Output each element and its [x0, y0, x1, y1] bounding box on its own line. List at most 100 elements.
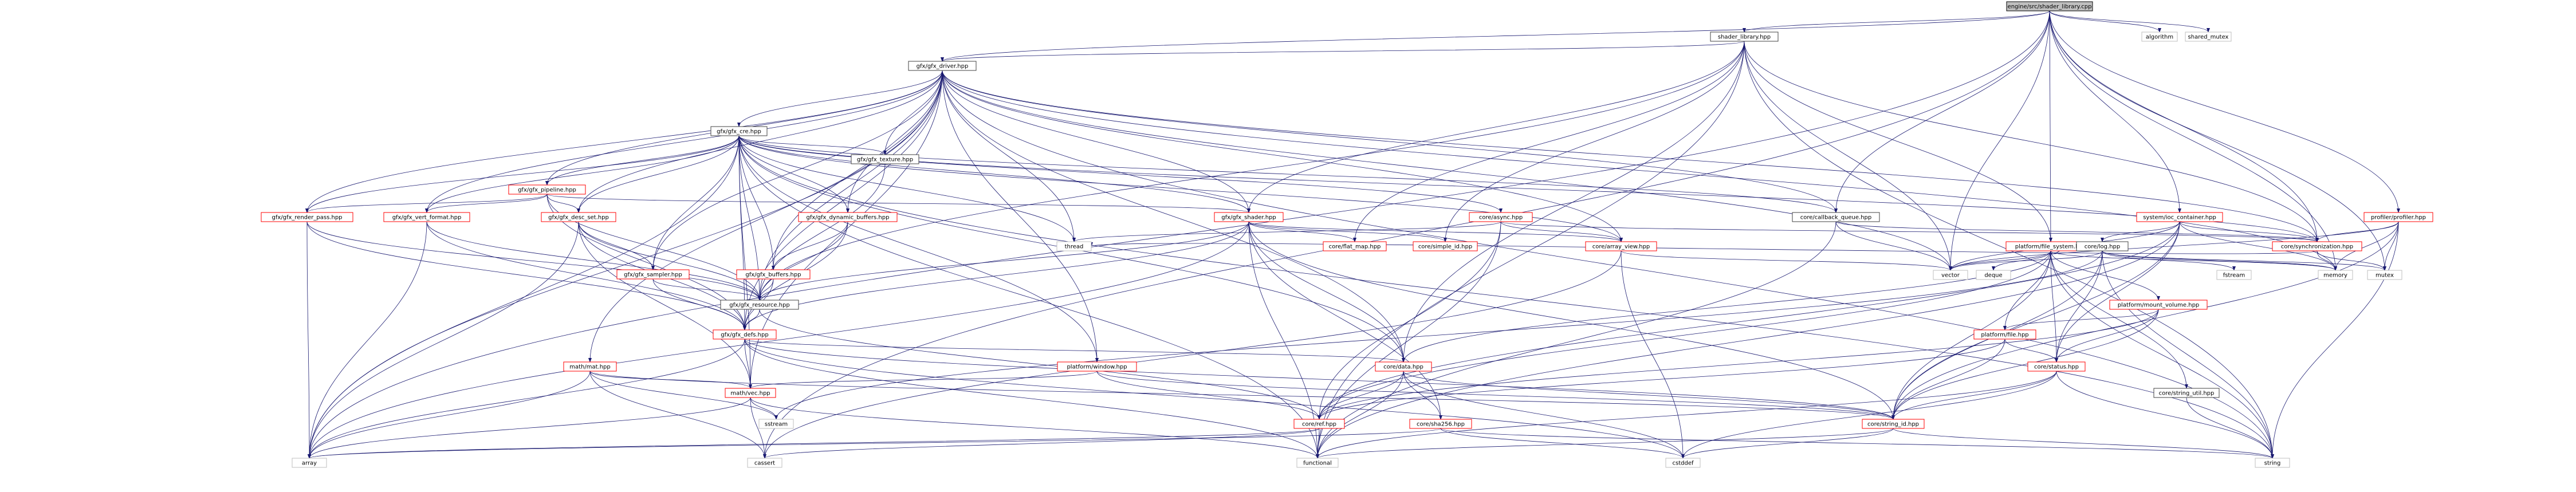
node-system-ioc-container-hpp[interactable]: system/ioc_container.hpp [2136, 212, 2223, 222]
node-label-gfx-gfx-shader-hpp: gfx/gfx_shader.hpp [1221, 215, 1276, 221]
node-label-core-sha256-hpp: core/sha256.hpp [1417, 422, 1465, 428]
node-shader-library-hpp[interactable]: shader_library.hpp [1710, 32, 1779, 42]
node-gfx-gfx-vert-format-hpp[interactable]: gfx/gfx_vert_format.hpp [383, 212, 470, 222]
edge-gfx_dynamic_buffers-to-gfx_resource [758, 221, 848, 301]
edge-platform_window-to-core_ref [1096, 371, 1321, 420]
edge-gfx_cre-to-gfx_vert_format [425, 135, 740, 213]
edge-platform_mount_volume-to-core_string_id [1891, 309, 2159, 420]
edge-core_status-to-functional [1316, 371, 2057, 459]
node-gfx-gfx-shader-hpp[interactable]: gfx/gfx_shader.hpp [1214, 212, 1284, 222]
node-gfx-gfx-cre-hpp[interactable]: gfx/gfx_cre.hpp [710, 126, 768, 136]
node-core-flat-map-hpp[interactable]: core/flat_map.hpp [1323, 241, 1387, 251]
node-box-gfx-gfx-render-pass-hpp [261, 212, 353, 222]
edge-gfx_shader-to-core_simple_id [1248, 221, 1447, 242]
node-core-string-id-hpp[interactable]: core/string_id.hpp [1862, 419, 1925, 429]
edge-gfx_driver-to-gfx_cre [737, 70, 943, 127]
edge-gfx_desc_set-to-gfx_resource [578, 221, 761, 301]
edge-math_vec-to-functional [750, 397, 1319, 459]
edge-platform_file_system-to-core_status [2050, 250, 2058, 363]
node-label-vector: vector [1941, 273, 1960, 279]
edge-root-to-array [308, 10, 2050, 459]
node-label-gfx-gfx-cre-hpp: gfx/gfx_cre.hpp [717, 129, 761, 135]
edge-gfx_shader-to-functional [1248, 221, 1319, 459]
node-core-async-hpp[interactable]: core/async.hpp [1469, 212, 1533, 222]
node-core-status-hpp[interactable]: core/status.hpp [2027, 361, 2086, 372]
node-label-gfx-gfx-driver-hpp: gfx/gfx_driver.hpp [917, 64, 969, 70]
node-label-core-data-hpp: core/data.hpp [1383, 364, 1423, 371]
node-label-gfx-gfx-sampler-hpp: gfx/gfx_sampler.hpp [624, 272, 682, 278]
edge-gfx_driver-to-math_mat [588, 70, 943, 363]
node-label-engine-src-shader-library-cpp: engine/src/shader_library.cpp [2008, 4, 2092, 10]
node-core-array-view-hpp[interactable]: core/array_view.hpp [1585, 241, 1657, 251]
node-core-log-hpp[interactable]: core/log.hpp [2076, 241, 2129, 251]
edge-core_string_id-to-string [1893, 428, 2274, 459]
node-core-callback-queue-hpp[interactable]: core/callback_queue.hpp [1792, 212, 1880, 222]
edge-core_data-to-core_string_id [1403, 371, 1895, 420]
edge-gfx_dynamic_buffers-to-gfx_buffers [772, 221, 848, 270]
node-box-cassert [747, 458, 782, 468]
edge-gfx_shader-to-core_data [1248, 221, 1405, 363]
node-label-gfx-gfx-pipeline-hpp: gfx/gfx_pipeline.hpp [518, 187, 576, 194]
node-box-gfx-gfx-driver-hpp [908, 61, 977, 71]
edge-gfx_desc_set-to-gfx_sampler [578, 221, 655, 270]
node-core-synchronization-hpp[interactable]: core/synchronization.hpp [2272, 241, 2362, 251]
node-gfx-gfx-buffers-hpp[interactable]: gfx/gfx_buffers.hpp [736, 269, 811, 280]
node-box-core-data-hpp [1375, 361, 1432, 372]
edge-system_ioc-to-core_synchronization [2179, 221, 2319, 242]
node-gfx-gfx-pipeline-hpp[interactable]: gfx/gfx_pipeline.hpp [508, 184, 586, 195]
node-gfx-gfx-texture-hpp[interactable]: gfx/gfx_texture.hpp [851, 154, 919, 164]
node-platform-window-hpp[interactable]: platform/window.hpp [1057, 361, 1137, 372]
node-platform-file-hpp[interactable]: platform/file.hpp [1973, 329, 2036, 340]
edge-core_async-to-core_ref [1318, 221, 1501, 420]
edge-gfx_driver-to-core_synchronization [942, 70, 2319, 242]
node-label-cstddef: cstddef [1673, 460, 1694, 467]
edge-gfx_defs-to-functional [744, 339, 1319, 459]
node-core-string-util-hpp[interactable]: core/string_util.hpp [2153, 388, 2220, 398]
edge-core_array_view-to-vector [1621, 250, 1952, 271]
node-core-simple-id-hpp[interactable]: core/simple_id.hpp [1413, 241, 1478, 251]
edge-math_mat-to-array [308, 371, 591, 459]
edge-shader_library_hpp-to-core_flat_map [1353, 41, 1745, 242]
node-box-cstddef [1665, 458, 1701, 468]
node-gfx-gfx-desc-set-hpp[interactable]: gfx/gfx_desc_set.hpp [541, 212, 616, 222]
node-gfx-gfx-resource-hpp[interactable]: gfx/gfx_resource.hpp [720, 300, 799, 310]
node-box-gfx-gfx-pipeline-hpp [508, 184, 586, 195]
node-gfx-gfx-render-pass-hpp[interactable]: gfx/gfx_render_pass.hpp [261, 212, 353, 222]
edge-root-to-mutex [2049, 10, 2386, 271]
edge-platform_file_system-to-platform_file [2003, 250, 2051, 330]
node-core-sha256-hpp[interactable]: core/sha256.hpp [1409, 419, 1472, 429]
edge-root-to-system_ioc [2049, 10, 2181, 213]
node-profiler-profiler-hpp[interactable]: profiler/profiler.hpp [2363, 212, 2433, 222]
node-gfx-gfx-driver-hpp[interactable]: gfx/gfx_driver.hpp [908, 61, 977, 71]
edge-core_ref-to-cassert [763, 428, 1320, 459]
node-thread: thread [1056, 241, 1092, 251]
edge-gfx_render_pass-to-gfx_defs [306, 221, 746, 330]
node-box-core-status-hpp [2027, 361, 2086, 372]
node-gfx-gfx-dynamic-buffers-hpp[interactable]: gfx/gfx_dynamic_buffers.hpp [798, 212, 898, 222]
node-label-core-callback-queue-hpp: core/callback_queue.hpp [1800, 215, 1872, 221]
node-math-vec-hpp[interactable]: math/vec.hpp [725, 388, 776, 398]
edge-core_async-to-thread [1072, 221, 1501, 242]
edge-platform_file_system-to-core_string_id [1891, 250, 2051, 420]
node-box-core-callback-queue-hpp [1792, 212, 1880, 222]
node-box-gfx-gfx-dynamic-buffers-hpp [798, 212, 898, 222]
node-label-thread: thread [1065, 244, 1084, 250]
node-core-data-hpp[interactable]: core/data.hpp [1375, 361, 1432, 372]
edge-gfx_defs-to-cstddef [744, 339, 1685, 459]
node-core-ref-hpp[interactable]: core/ref.hpp [1293, 419, 1345, 429]
edge-platform_file_system-to-memory [2050, 250, 2337, 271]
node-gfx-gfx-sampler-hpp[interactable]: gfx/gfx_sampler.hpp [616, 269, 690, 280]
node-engine-src-shader-library-cpp[interactable]: engine/src/shader_library.cpp [2006, 1, 2093, 11]
node-label-core-array-view-hpp: core/array_view.hpp [1592, 244, 1650, 250]
edge-gfx_cre-to-gfx_render_pass [305, 135, 740, 213]
node-platform-mount-volume-hpp[interactable]: platform/mount_volume.hpp [2109, 300, 2208, 310]
node-box-shared-mutex [2185, 32, 2232, 42]
edge-platform_file_system-to-string [2050, 250, 2274, 459]
node-platform-file-system-hpp[interactable]: platform/file_system.hpp [2005, 241, 2096, 251]
node-math-mat-hpp[interactable]: math/mat.hpp [563, 361, 617, 372]
edge-root-to-shader_library_hpp [1743, 10, 2050, 33]
node-memory: memory [2318, 270, 2353, 280]
edge-platform_window-to-math_vec [749, 371, 1098, 389]
node-string: string [2255, 458, 2290, 468]
node-gfx-gfx-defs-hpp[interactable]: gfx/gfx_defs.hpp [713, 329, 777, 340]
